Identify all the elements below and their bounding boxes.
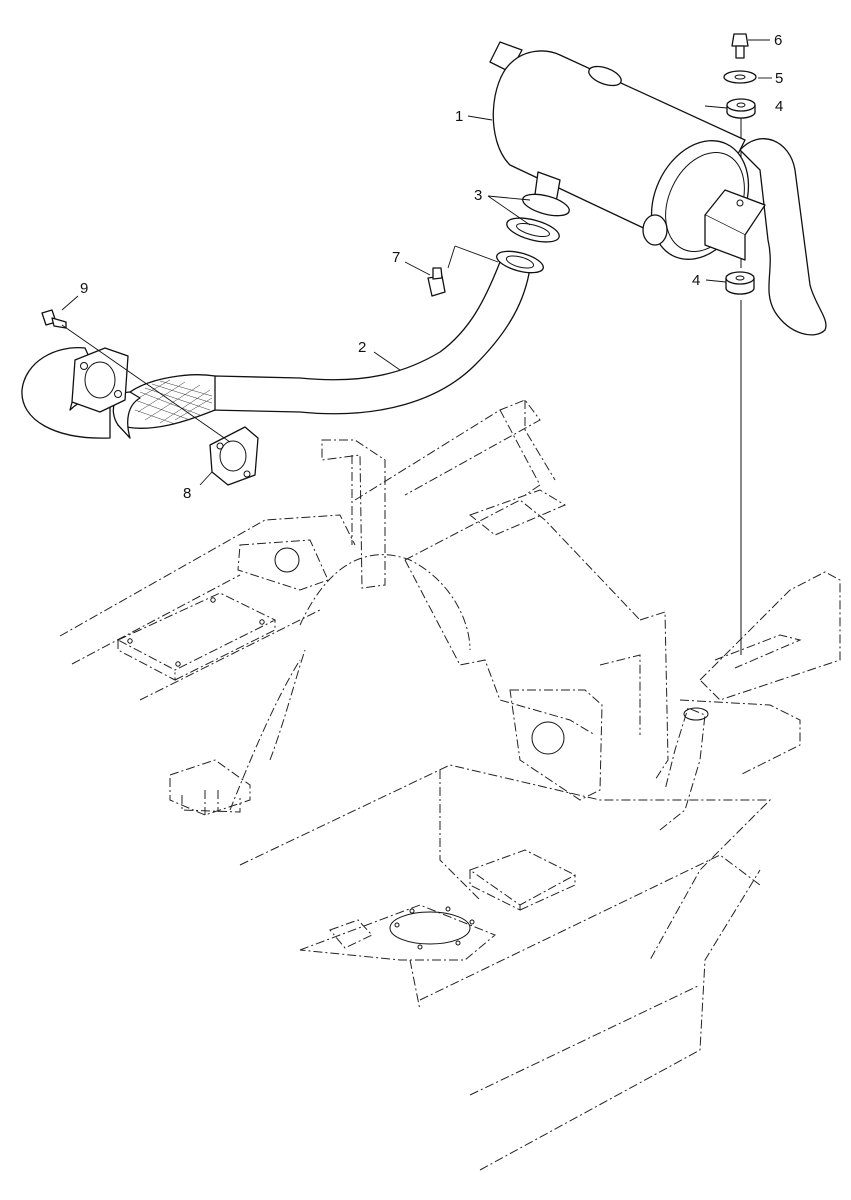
callout-2: 2 (358, 339, 366, 356)
callout-1: 1 (455, 108, 463, 125)
callout-9: 9 (80, 280, 88, 297)
gasket-muffler (506, 217, 560, 243)
callout-labels: 1 2 3 4 4 5 6 7 8 9 (80, 32, 783, 502)
callout-7: 7 (392, 249, 400, 266)
callout-8: 8 (183, 485, 191, 502)
gasket-manifold (209, 426, 259, 486)
flex-section-hatch (134, 379, 213, 425)
leader-lines (61, 39, 772, 486)
muffler (489, 41, 827, 336)
exhaust-pipe (21, 250, 544, 439)
callout-4-lower: 4 (692, 272, 700, 289)
rubber-mount-upper (726, 98, 756, 119)
rubber-mount-lower (725, 271, 755, 295)
tractor-chassis-phantom (59, 399, 841, 1171)
gasket-muffler-hole (516, 222, 550, 238)
mount-bolt (731, 33, 749, 59)
callout-3: 3 (474, 187, 482, 204)
callout-5: 5 (775, 70, 783, 87)
callout-6: 6 (774, 32, 782, 49)
pipe-clamp-bolt (427, 267, 446, 297)
washer (723, 70, 757, 84)
callout-4-upper: 4 (775, 98, 783, 115)
